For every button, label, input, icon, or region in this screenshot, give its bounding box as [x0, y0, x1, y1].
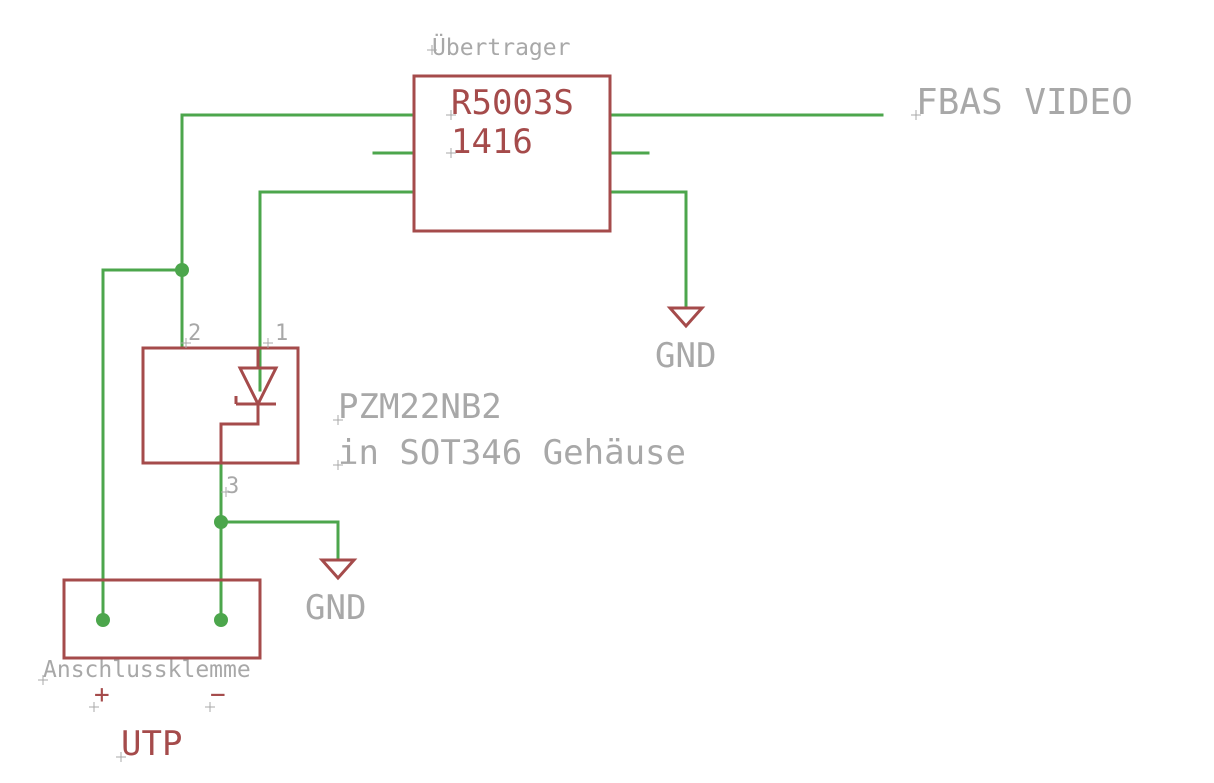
terminal-minus-label: −: [210, 680, 226, 710]
transformer-value-line1: R5003S: [451, 83, 574, 123]
zener-diode-symbol: [219, 348, 279, 462]
zener-body: [141, 346, 300, 465]
transformer-component[interactable]: Übertrager R5003S 1416: [412, 33, 612, 233]
net-transformer-to-zener-pin1: [258, 190, 416, 392]
transformer-origin-marks: [427, 45, 456, 158]
zener-pin1-label: 1: [275, 321, 288, 346]
gnd-symbol-transformer: GND: [655, 306, 716, 376]
zener-name: PZM22NB2: [338, 387, 502, 427]
transformer-value-line2: 1416: [451, 122, 533, 162]
zener-pin3-label: 3: [226, 474, 239, 499]
net-transformer-top-to-zener-pin2: [180, 113, 416, 350]
zener-label-origin-marks: [333, 415, 343, 470]
terminal-component[interactable]: Anschlussklemme + − UTP: [38, 578, 262, 764]
terminal-label: Anschlussklemme: [43, 657, 251, 683]
terminal-body: [62, 578, 262, 660]
zener-pin2-label: 2: [188, 321, 201, 346]
net-junction-to-gnd: [219, 520, 340, 562]
zener-pin-origin-marks: [181, 338, 273, 497]
terminal-origin-marks: [38, 675, 215, 762]
junction-dot-top: [175, 263, 189, 277]
video-net-label-origin: [911, 110, 921, 120]
transformer-body: [412, 74, 612, 233]
net-transformer-to-gnd: [608, 190, 688, 310]
utp-label: UTP: [121, 724, 182, 764]
gnd-label-transformer: GND: [655, 336, 716, 376]
zener-package: in SOT346 Gehäuse: [338, 433, 686, 473]
video-net-label: FBAS VIDEO: [916, 82, 1133, 123]
terminal-pin-minus-dot: [214, 613, 228, 627]
terminal-pin-plus-dot: [96, 613, 110, 627]
transformer-label: Übertrager: [432, 33, 570, 61]
zener-component[interactable]: 2 1 3 PZM22NB2 in SOT346 Gehäuse: [141, 321, 686, 499]
gnd-symbol-zener: GND: [305, 558, 366, 628]
junction-dot-bottom: [214, 515, 228, 529]
net-junction-to-terminal-plus: [101, 268, 184, 622]
terminal-plus-label: +: [94, 680, 110, 710]
gnd-label-zener: GND: [305, 588, 366, 628]
nets: [96, 113, 884, 627]
